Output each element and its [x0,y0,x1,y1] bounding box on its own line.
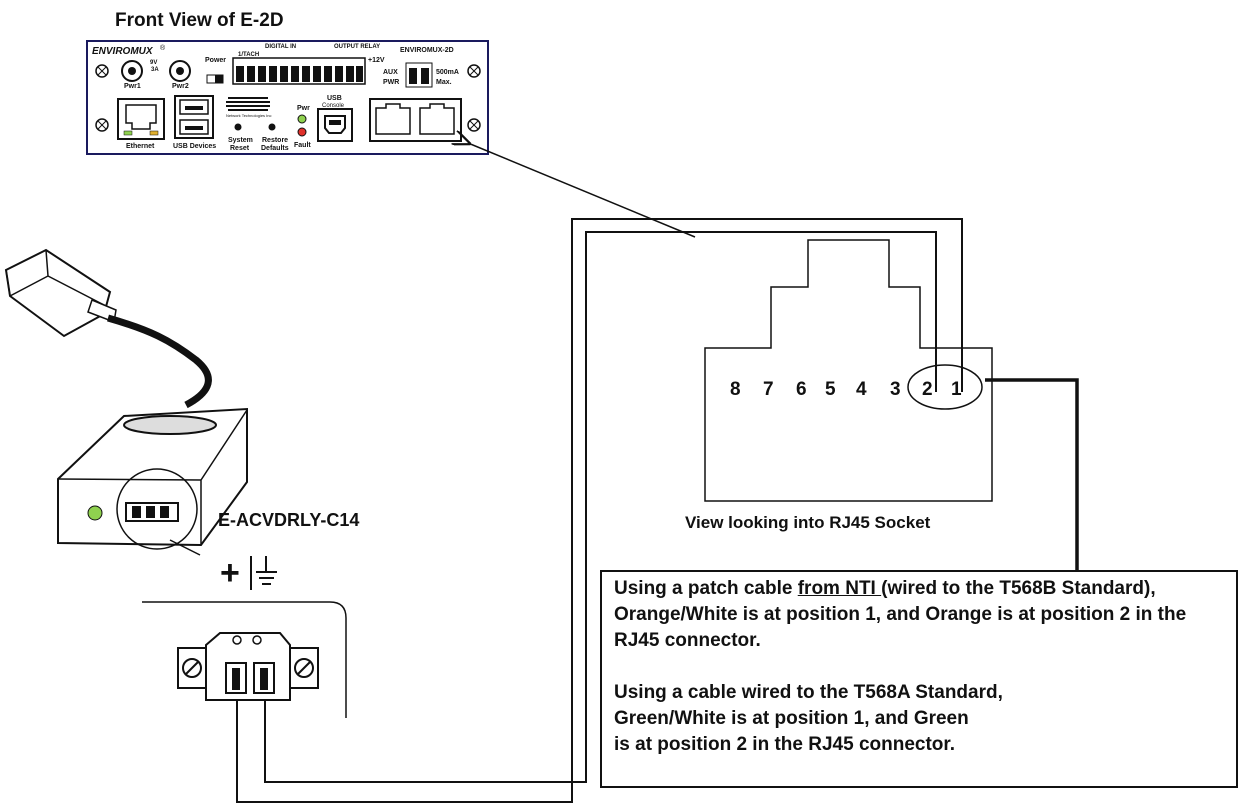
info-p1-rest: (wired to the T568B Standard), Orange/Wh… [614,578,1187,651]
device-led [87,505,103,521]
power-plug-icon [4,248,117,338]
rj45-pin-8: 8 [730,379,741,400]
rj45-pin-1: 1 [951,379,962,400]
restore-label: Restore [262,137,288,144]
nti-logo [226,97,270,111]
socket-caption: View looking into RJ45 Socket [685,513,931,532]
rj45-pin-2: 2 [922,379,933,400]
power-cord [107,314,212,409]
system-reset-button [234,123,242,131]
ground-icon [256,556,277,585]
ma-label: 500mA [436,69,459,76]
rj45-pin-6: 6 [796,379,807,400]
rj45-sensor-ports [369,98,462,142]
e-acvdrly-device [4,248,248,556]
diagram-title: Front View of E-2D [115,10,284,31]
tach-label: 1/TACH [238,52,259,58]
rj45-pin-7: 7 [763,379,774,400]
defaults-label: Defaults [261,145,289,152]
enlarged-view-frame [142,601,347,718]
max-label: Max. [436,79,452,86]
info-p2-line1: Using a cable wired to the T568A Standar… [614,682,1003,703]
plus-symbol: + [220,554,240,592]
screw-icon [95,64,109,78]
screw-icon [467,64,481,78]
screw-icon [294,658,314,678]
plus12v-label: +12V [368,57,385,64]
rj45-pin-5: 5 [825,379,836,400]
output-relay-label: OUTPUT RELAY [334,44,380,50]
system-label: System [228,137,253,144]
reset-label: Reset [230,145,250,152]
ethernet-port [117,98,165,140]
ethernet-label: Ethernet [126,143,155,150]
rj45-pin-3: 3 [890,379,901,400]
pwr-led [297,114,307,124]
digital-in-label: DIGITAL IN [265,44,296,50]
info-p1-prefix: Using a patch cable [614,578,798,599]
power-jack-1 [121,60,143,82]
two-wire-cable [236,218,963,803]
nti-label: Network Technologies Inc [226,113,272,118]
voltage-label: 9V [150,60,157,66]
info-paragraph-t568b: Using a patch cable from NTI (wired to t… [614,576,1224,654]
wiring-info-box: Using a patch cable from NTI (wired to t… [600,570,1238,788]
screw-icon [95,118,109,132]
fault-label: Fault [294,142,311,149]
pwr2-label: Pwr2 [172,83,189,90]
fault-led [297,127,307,137]
connector-highlight [116,468,198,550]
power-switch-label: Power [205,57,226,64]
info-p2-line3: is at position 2 in the RJ45 connector. [614,734,956,755]
power-switch-icon [206,74,224,84]
enlarged-terminal-block [177,632,319,701]
pwr-aux-label: PWR [383,79,399,86]
usb-console-port [317,108,353,142]
callout-leader [985,378,1079,572]
pointer-arrow [468,143,696,238]
amps-label: 3A [151,67,159,73]
terminal-block-digital-in [232,57,366,85]
device-label: E-ACVDRLY-C14 [218,510,359,530]
restore-defaults-button [268,123,276,131]
screw-icon [467,118,481,132]
screw-icon [182,658,202,678]
info-paragraph-t568a: Using a cable wired to the T568A Standar… [614,680,1224,758]
usb-devices-ports [174,95,214,139]
pin-highlight-ellipse [907,364,983,410]
aux-label: AUX [383,69,398,76]
console-label: Console [322,103,345,109]
aux-power-terminal [405,62,433,88]
rj45-socket-view [704,239,993,502]
rj45-pin-4: 4 [856,379,867,400]
registered-mark: ® [160,44,166,52]
power-jack-2 [169,60,191,82]
usb-label: USB [327,95,342,102]
pwr1-label: Pwr1 [124,83,141,90]
from-nti-text: from NTI [797,578,882,599]
pwr-led-label: Pwr [297,105,310,112]
info-p2-line2: Green/White is at position 1, and Green [614,708,969,729]
e2d-front-panel: ENVIROMUX ® ENVIROMUX-2D Pwr1 Pwr2 9V 3A… [86,40,489,155]
brand-label: ENVIROMUX [92,46,154,57]
model-label: ENVIROMUX-2D [400,47,454,54]
device-terminal-connector [125,502,179,522]
usb-devices-label: USB Devices [173,143,216,150]
